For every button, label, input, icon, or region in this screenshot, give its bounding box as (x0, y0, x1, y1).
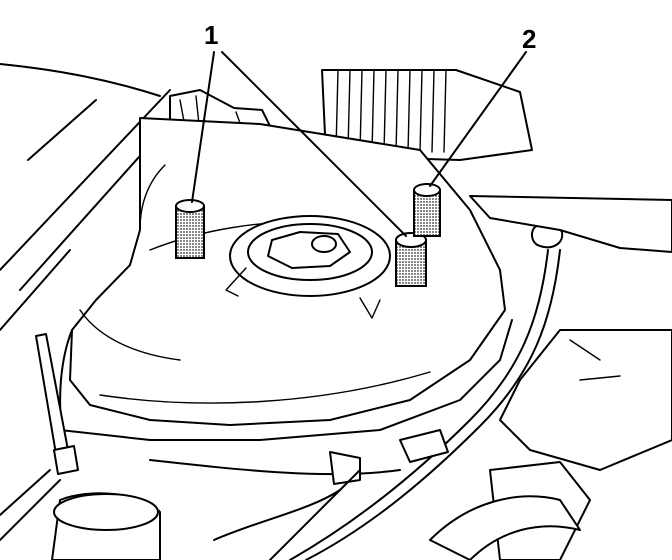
callout-label-2: 2 (522, 24, 537, 54)
callout-leaders (191, 51, 527, 237)
mount-stud-rear (413, 183, 441, 237)
mount-stud-right (395, 232, 427, 287)
mount-stud-left (175, 199, 205, 259)
callout-label-1: 1 (204, 20, 219, 50)
dipstick (35, 333, 79, 475)
lower-components (51, 429, 449, 560)
right-side-hoses (289, 195, 672, 560)
strut-mount-center (225, 215, 391, 319)
